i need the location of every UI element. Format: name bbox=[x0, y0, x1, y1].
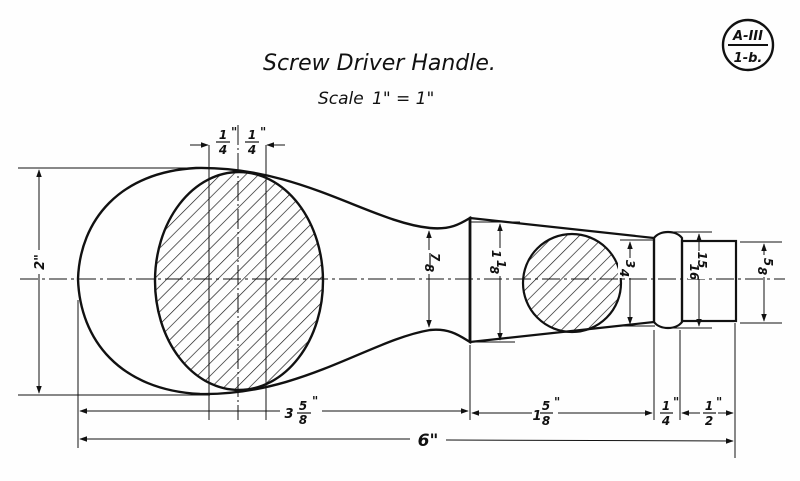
dimension-bulb-length: 3 5 8 " bbox=[79, 394, 469, 427]
svg-text:": " bbox=[673, 395, 679, 409]
dimension-ferrule-diameter: 5 8 bbox=[740, 241, 782, 324]
dimension-taper-length: 1 5 8 " bbox=[471, 395, 653, 428]
svg-text:5: 5 bbox=[299, 399, 307, 413]
dimension-overall-height: 2" bbox=[30, 169, 48, 394]
plate-badge-bottom: 1-b. bbox=[734, 51, 763, 66]
svg-text:8: 8 bbox=[755, 267, 769, 275]
svg-text:4: 4 bbox=[218, 143, 227, 157]
svg-text:4: 4 bbox=[247, 143, 256, 157]
dimension-overall-length: 6" bbox=[79, 431, 734, 451]
taper-cross-section bbox=[521, 232, 623, 334]
dimension-top-offset-left: 1 4 " bbox=[216, 125, 237, 157]
collar-outline bbox=[652, 230, 684, 330]
scale-label: Scale bbox=[318, 89, 364, 109]
svg-text:": " bbox=[716, 395, 722, 409]
svg-text:3: 3 bbox=[623, 260, 637, 268]
svg-text:": " bbox=[554, 395, 560, 409]
dimension-collar-length: 1 4 " bbox=[660, 395, 679, 428]
svg-text:1: 1 bbox=[705, 399, 713, 413]
svg-text:": " bbox=[260, 125, 266, 139]
svg-text:7: 7 bbox=[428, 253, 442, 262]
dimension-neck-diameter: 7 8 bbox=[422, 230, 442, 328]
svg-text:3: 3 bbox=[284, 407, 293, 422]
svg-text:1: 1 bbox=[489, 250, 503, 258]
svg-text:8: 8 bbox=[299, 413, 307, 427]
bulb-cross-section bbox=[153, 170, 325, 392]
svg-text:8: 8 bbox=[487, 266, 501, 274]
scale-value: 1" = 1" bbox=[372, 89, 434, 109]
svg-text:1: 1 bbox=[494, 260, 508, 268]
drawing-title: Screw Driver Handle. bbox=[263, 51, 496, 76]
ferrule-outline bbox=[680, 239, 738, 323]
dimension-top-offsets: 1 4 " 1 4 " bbox=[190, 125, 285, 157]
svg-text:": " bbox=[231, 125, 237, 139]
svg-text:2": 2" bbox=[33, 254, 48, 270]
svg-text:8: 8 bbox=[422, 264, 436, 272]
svg-text:4: 4 bbox=[661, 414, 670, 428]
svg-text:8: 8 bbox=[542, 414, 550, 428]
svg-text:1: 1 bbox=[248, 128, 256, 142]
plate-badge: A-III 1-b. bbox=[721, 18, 775, 72]
dimension-taper-large-diameter: 1 1 8 bbox=[470, 221, 520, 343]
plate-badge-top: A-III bbox=[732, 29, 763, 44]
svg-text:6": 6" bbox=[418, 431, 439, 451]
svg-text:1: 1 bbox=[219, 128, 227, 142]
svg-text:1: 1 bbox=[532, 409, 541, 424]
dimension-collar-diameter: 15 16 bbox=[672, 231, 712, 329]
svg-text:2: 2 bbox=[705, 414, 713, 428]
svg-text:1: 1 bbox=[662, 399, 670, 413]
svg-text:": " bbox=[312, 394, 318, 408]
svg-text:5: 5 bbox=[542, 399, 550, 413]
svg-text:16: 16 bbox=[687, 264, 701, 281]
dimension-top-offset-right: 1 4 " bbox=[245, 125, 266, 157]
dimension-taper-small-diameter: 3 4 bbox=[617, 239, 655, 327]
scale-note: Scale 1" = 1" bbox=[318, 89, 434, 109]
dimension-ferrule-length: 1 2 " bbox=[681, 395, 734, 428]
handle-outline bbox=[76, 166, 472, 396]
svg-text:5: 5 bbox=[761, 258, 775, 266]
svg-text:4: 4 bbox=[617, 268, 631, 277]
svg-text:15: 15 bbox=[695, 252, 709, 269]
